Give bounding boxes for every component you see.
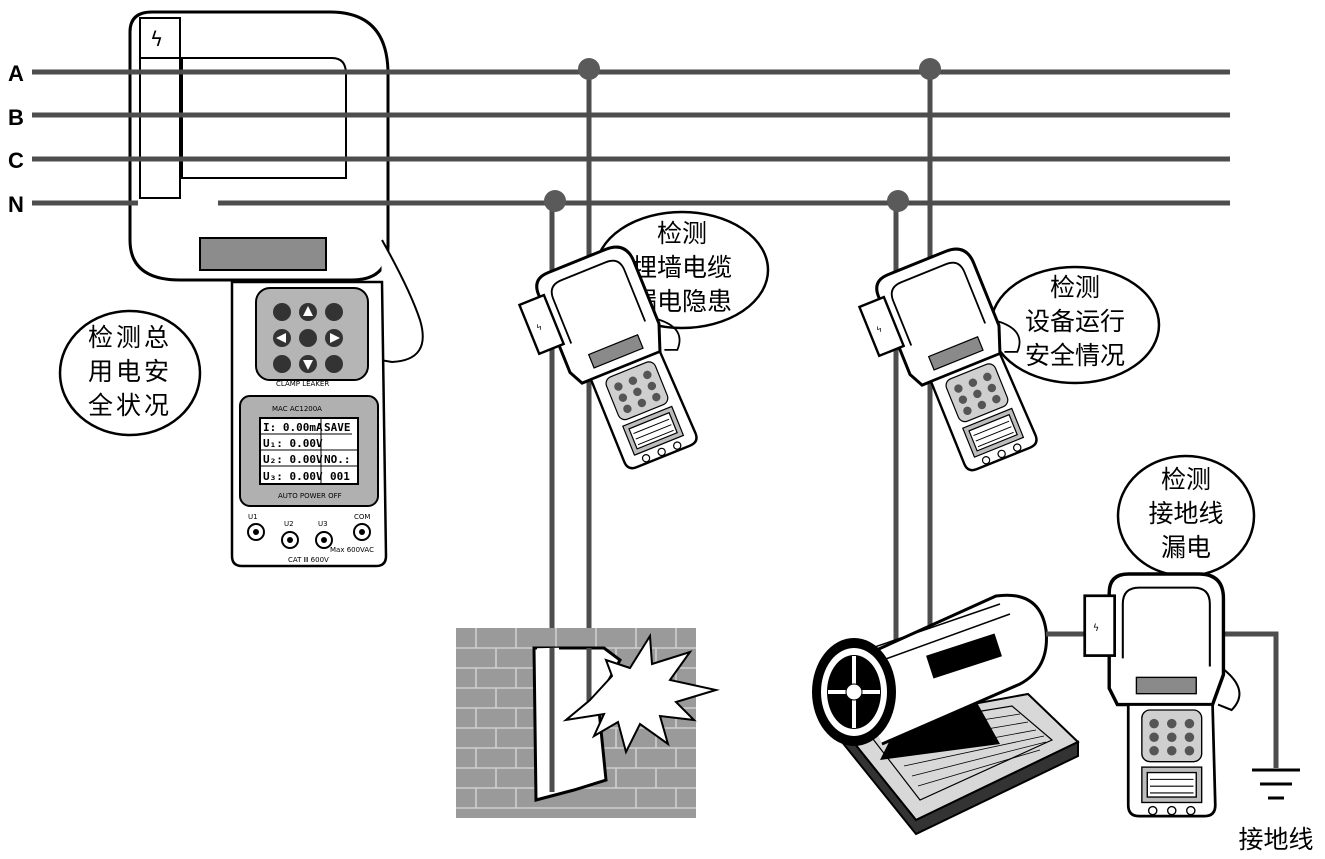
callout-ground-line-3: 漏电: [1161, 533, 1211, 562]
bus-label-a: A: [8, 61, 24, 86]
callout-ground-line-2: 接地线: [1148, 499, 1223, 528]
lcd-u1: U₁: 0.00V: [263, 437, 323, 450]
ground-label: 接地线: [1238, 825, 1313, 854]
callout-wall-line-2: 埋墙电缆: [632, 253, 732, 282]
callout-equipment-line-1: 检测: [1050, 273, 1100, 302]
callout-wall-line-1: 检测: [657, 219, 707, 248]
rating-label: Max 600VAC: [330, 546, 374, 554]
bus-label-b: B: [8, 105, 24, 130]
callout-total-usage: 检测总 用电安 全状况: [60, 311, 200, 435]
callout-ground: 检测 接地线 漏电: [1118, 456, 1254, 576]
bus-label-c: C: [8, 148, 24, 173]
brick-wall: [456, 628, 716, 818]
model-label: MAC AC1200A: [272, 405, 322, 413]
terminal-u2-label: U2: [284, 520, 294, 528]
callout-ground-line-1: 检测: [1161, 465, 1211, 494]
main-clamp-meter: ϟ CLAMP LEAKER MAC AC1200A: [130, 12, 423, 566]
lcd-no: NO.:: [324, 453, 351, 466]
callout-equipment-line-3: 安全情况: [1025, 341, 1125, 370]
lcd-current: I: 0.00mA: [263, 421, 323, 434]
ground-icon: [1252, 770, 1300, 798]
lcd-u3: U₃: 0.00V: [263, 470, 323, 483]
terminal-com-label: COM: [354, 513, 370, 521]
junction-nodes: [544, 58, 941, 212]
auto-off-label: AUTO POWER OFF: [278, 492, 342, 500]
heater-equipment: [812, 595, 1078, 834]
terminal-u3-label: U3: [318, 520, 328, 528]
callout-total-line-3: 全状况: [88, 391, 172, 420]
bus-label-n: N: [8, 192, 24, 217]
bus-labels: A B C N: [8, 61, 24, 217]
callout-equipment: 检测 设备运行 安全情况: [991, 267, 1159, 383]
lcd-u2: U₂: 0.00V: [263, 453, 323, 466]
callout-total-line-2: 用电安: [88, 357, 172, 386]
lcd-save: SAVE: [324, 421, 351, 434]
callout-total-line-1: 检测总: [88, 323, 172, 352]
terminal-u1-label: U1: [248, 513, 258, 521]
brand-label: CLAMP LEAKER: [276, 380, 329, 388]
callout-equipment-line-2: 设备运行: [1025, 307, 1125, 336]
fan-icon: [846, 684, 862, 700]
hazard-icon: ϟ: [150, 27, 163, 51]
clamp-meter-ground: [1085, 574, 1240, 816]
cat-label: CAT Ⅲ 600V: [288, 556, 329, 564]
keypad: [273, 303, 343, 373]
lcd-num: 001: [330, 470, 350, 483]
